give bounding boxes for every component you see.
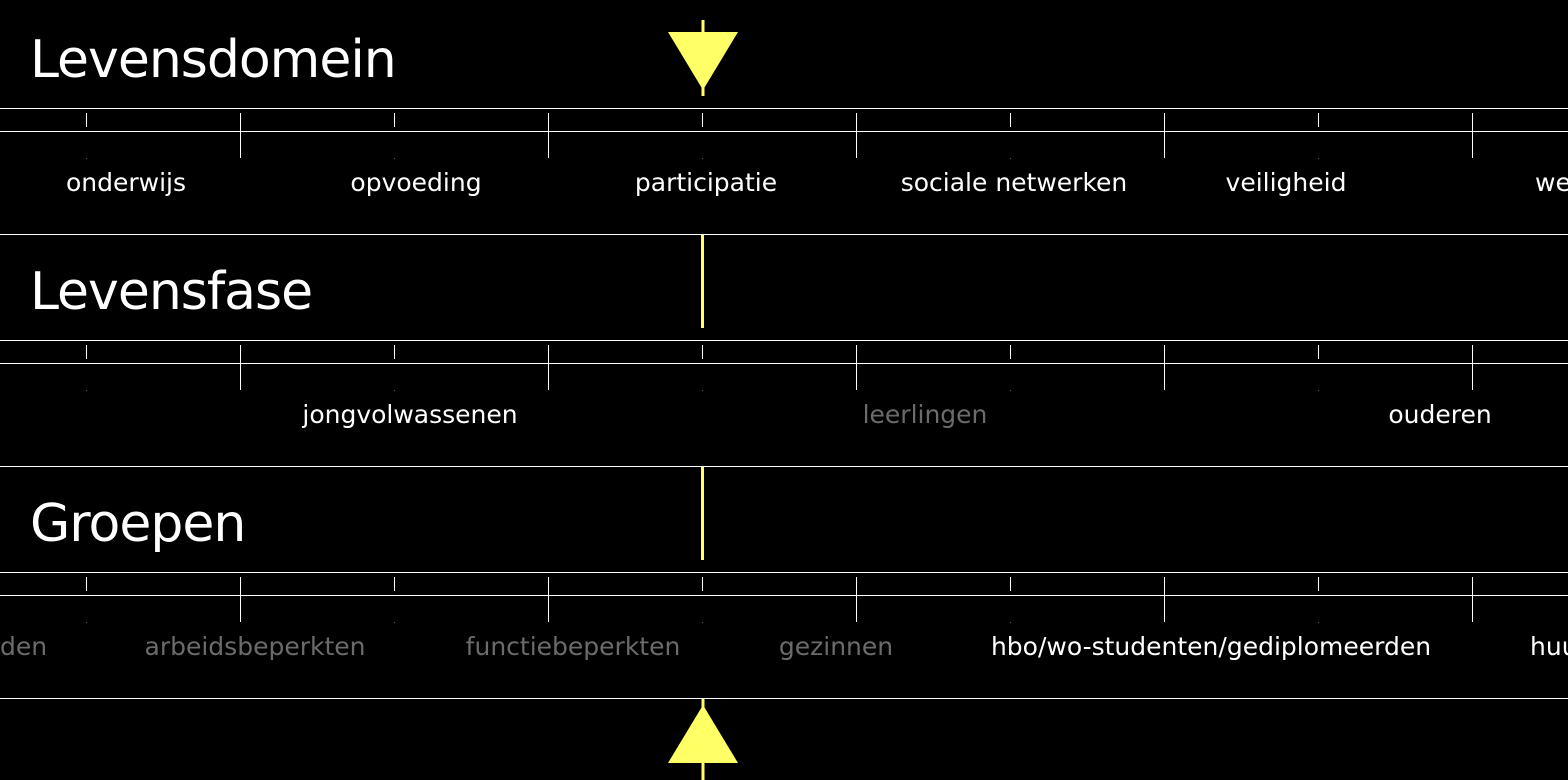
item-leerlingen[interactable]: leerlingen xyxy=(862,400,988,429)
ruler-minor-tick xyxy=(394,345,395,359)
item-participatie[interactable]: participatie xyxy=(634,168,778,197)
item-onderwijs[interactable]: onderwijs xyxy=(65,168,187,197)
ruler-minor-tick xyxy=(702,113,703,127)
item-functiebeperkten[interactable]: functiebeperkten xyxy=(465,632,681,661)
ruler-top-line xyxy=(0,572,1568,573)
ruler-major-tick xyxy=(240,345,241,390)
item-we[interactable]: we xyxy=(1535,168,1568,197)
ruler-major-tick xyxy=(240,113,241,158)
ruler-dot xyxy=(86,390,87,391)
ruler-major-tick xyxy=(1164,345,1165,390)
top-triangle-marker-icon xyxy=(668,20,738,96)
ruler-major-tick xyxy=(1472,113,1473,158)
ruler-minor-tick xyxy=(1010,577,1011,591)
ruler-bottom-line xyxy=(0,363,1568,364)
ruler-dot xyxy=(1010,158,1011,159)
ruler-minor-tick xyxy=(1010,345,1011,359)
ruler-major-tick xyxy=(1164,113,1165,158)
section-divider xyxy=(0,698,1568,699)
ruler-dot xyxy=(702,622,703,623)
section-divider xyxy=(0,466,1568,467)
ruler-bottom-line xyxy=(0,595,1568,596)
ruler-dot xyxy=(1010,622,1011,623)
ruler-major-tick xyxy=(548,345,549,390)
ruler-minor-tick xyxy=(394,577,395,591)
ruler-major-tick xyxy=(1164,577,1165,622)
ruler-minor-tick xyxy=(1318,577,1319,591)
ruler-dot xyxy=(86,622,87,623)
ruler-top-line xyxy=(0,340,1568,341)
section-title-groepen: Groepen xyxy=(30,494,246,554)
ruler-minor-tick xyxy=(86,113,87,127)
selection-line xyxy=(701,467,704,560)
ruler-minor-tick xyxy=(1318,345,1319,359)
ruler-dot xyxy=(394,390,395,391)
ruler-dot xyxy=(702,158,703,159)
section-title-levensdomein: Levensdomein xyxy=(30,30,397,90)
section-divider xyxy=(0,234,1568,235)
item-hbo-wo-studenten[interactable]: hbo/wo-studenten/gediplomeerden xyxy=(990,632,1432,661)
selection-line xyxy=(701,235,704,328)
item-gezinnen[interactable]: gezinnen xyxy=(778,632,894,661)
item-veiligheid[interactable]: veiligheid xyxy=(1225,168,1347,197)
item-opvoeding[interactable]: opvoeding xyxy=(350,168,482,197)
item-arbeidsbeperkten[interactable]: arbeidsbeperkten xyxy=(144,632,366,661)
ruler-minor-tick xyxy=(702,345,703,359)
ruler-minor-tick xyxy=(86,345,87,359)
ruler-dot xyxy=(1010,390,1011,391)
ruler-minor-tick xyxy=(1010,113,1011,127)
ruler-major-tick xyxy=(548,577,549,622)
ruler-dot xyxy=(1318,158,1319,159)
item-sociale-netwerken[interactable]: sociale netwerken xyxy=(900,168,1128,197)
ruler-dot xyxy=(702,390,703,391)
ruler-major-tick xyxy=(548,113,549,158)
ruler-minor-tick xyxy=(702,577,703,591)
ruler-minor-tick xyxy=(1318,113,1319,127)
ruler-dot xyxy=(1318,390,1319,391)
ruler-major-tick xyxy=(1472,577,1473,622)
ruler-dot xyxy=(394,158,395,159)
bottom-triangle-marker-icon xyxy=(668,699,738,780)
item-ouderen[interactable]: ouderen xyxy=(1388,400,1492,429)
ruler-major-tick xyxy=(1472,345,1473,390)
item-den[interactable]: den xyxy=(0,632,48,661)
item-jongvolwassenen[interactable]: jongvolwassenen xyxy=(302,400,518,429)
ruler-top-line xyxy=(0,108,1568,109)
ruler-minor-tick xyxy=(394,113,395,127)
section-title-levensfase: Levensfase xyxy=(30,262,313,322)
ruler-dot xyxy=(1318,622,1319,623)
ruler-dot xyxy=(394,622,395,623)
item-huu[interactable]: huu xyxy=(1530,632,1568,661)
ruler-dot xyxy=(86,158,87,159)
ruler-major-tick xyxy=(856,345,857,390)
ruler-major-tick xyxy=(856,577,857,622)
ruler-minor-tick xyxy=(86,577,87,591)
ruler-major-tick xyxy=(240,577,241,622)
ruler-major-tick xyxy=(856,113,857,158)
ruler-bottom-line xyxy=(0,131,1568,132)
